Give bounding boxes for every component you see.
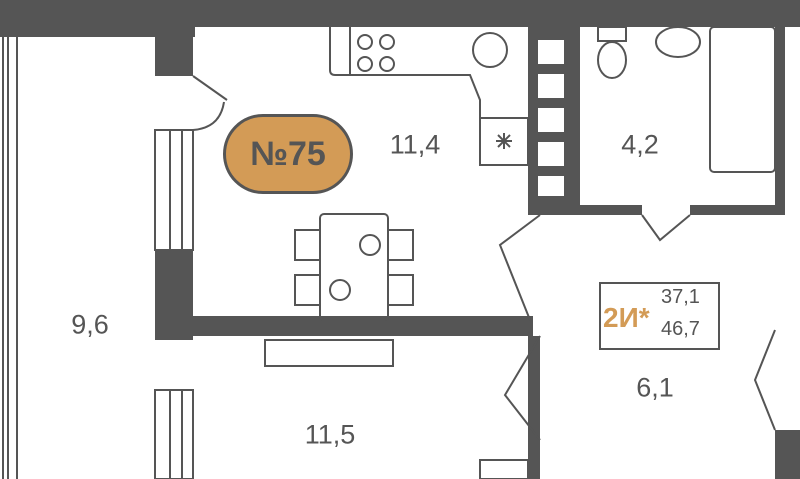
room-area-bathroom: 4,2 (621, 129, 659, 160)
kitchen-furniture (264, 27, 529, 367)
apartment-type: 2И* (603, 302, 650, 333)
doors (192, 75, 776, 441)
room-area-hall: 6,1 (636, 372, 674, 403)
room-area-kitchen: 11,4 (389, 129, 441, 160)
living-area: 37,1 (661, 286, 700, 308)
shaft (538, 40, 564, 196)
apartment-info-box: 2И* 37,1 46,7 (599, 282, 720, 350)
apartment-number-badge: №75 (223, 114, 353, 194)
room-area-balcony: 9,6 (71, 309, 109, 340)
windows (2, 37, 194, 479)
bathroom-fixtures (479, 26, 776, 479)
total-area: 46,7 (661, 318, 700, 340)
room-area-bedroom: 11,5 (304, 419, 356, 450)
